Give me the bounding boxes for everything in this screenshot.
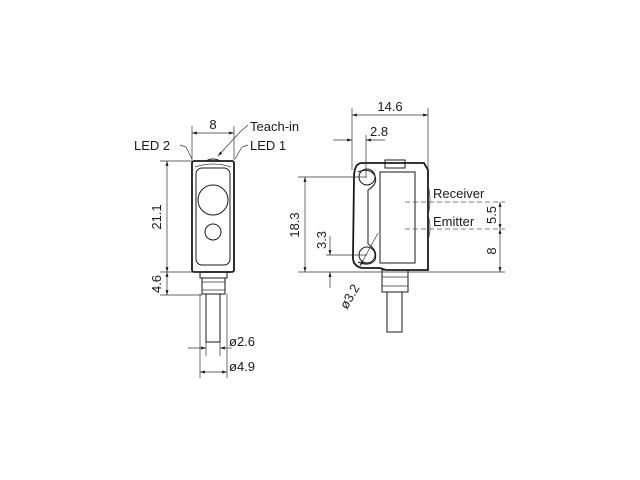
dim-connector-diameter: ø4.9 [229,359,255,374]
label-teach-in: Teach-in [250,119,299,134]
side-view: 14.6 2.8 18.3 3.3 ø3.2 Receiver Emitter … [287,99,505,333]
dim-front-height: 21.1 [149,204,164,229]
emitter-lens [204,223,222,241]
teach-in-button-side [384,159,406,169]
receiver-lens [197,184,229,216]
side-body [352,162,429,271]
dim-hole-offset-y: 3.3 [314,231,329,249]
cable-side [386,291,403,333]
front-body [191,160,235,273]
connector-side [381,269,409,293]
dim-hole-spacing: 18.3 [287,212,302,237]
dim-cable-diameter: ø2.6 [229,334,255,349]
dim-emitter-height: 8 [484,247,499,254]
dim-hole-offset-x: 2.8 [370,124,388,139]
label-receiver: Receiver [433,186,485,201]
label-emitter: Emitter [433,214,475,229]
teach-in-button [205,158,221,162]
dim-hole-diameter: ø3.2 [337,281,363,311]
label-led2: LED 2 [134,138,170,153]
dim-receiver-emitter: 5.5 [484,206,499,224]
front-view: 8 Teach-in LED 2 LED 1 21.1 4.6 ø2.6 ø4.… [134,117,299,378]
label-led1: LED 1 [250,138,286,153]
dim-side-width: 14.6 [377,99,402,114]
dim-connector-length: 4.6 [149,275,164,293]
front-window [195,167,231,266]
cable [205,293,221,343]
dim-front-width: 8 [209,117,216,132]
